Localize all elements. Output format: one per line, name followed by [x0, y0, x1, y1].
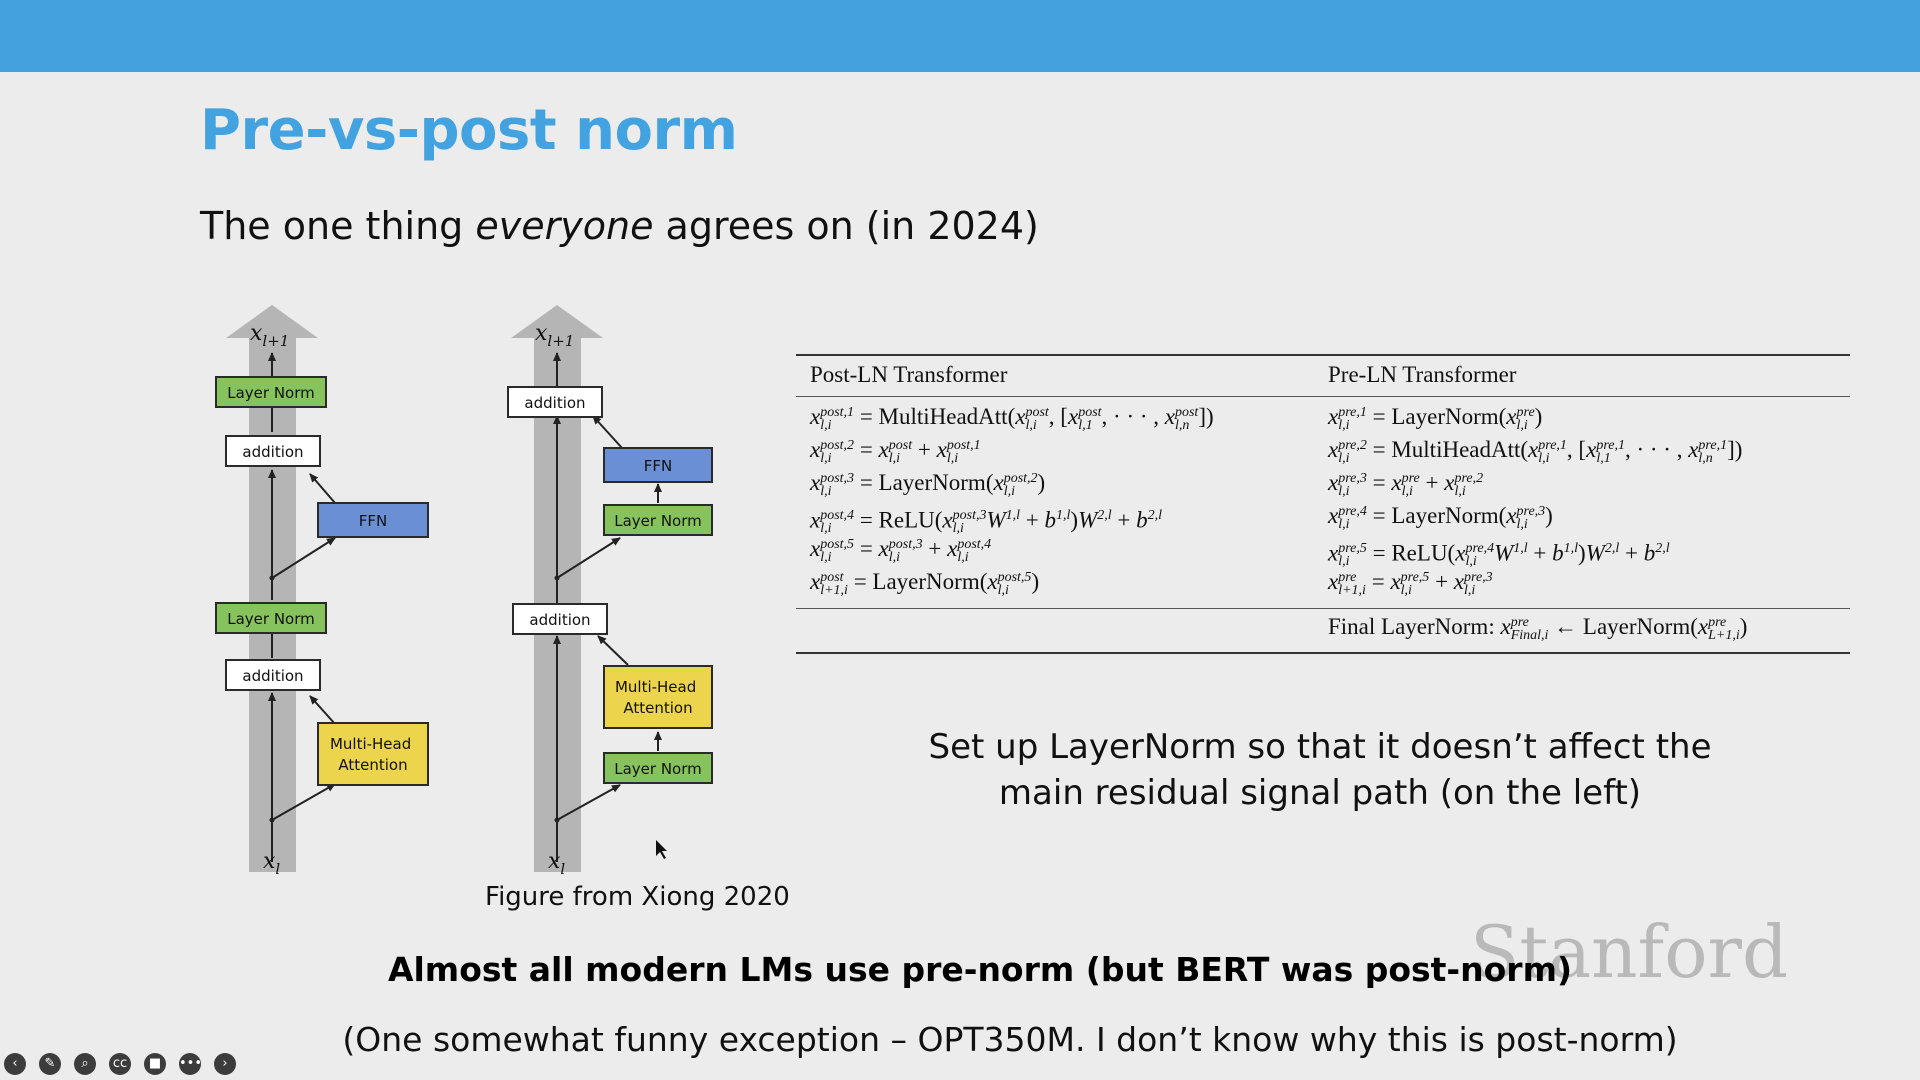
pre-addition-top: [507, 386, 603, 418]
post-branch-dot-2: [269, 575, 275, 581]
pre-branch-to-ln2: [556, 537, 621, 579]
post-ln-header: Post-LN Transformer: [810, 362, 1008, 387]
zoom-icon[interactable]: ⌕: [74, 1053, 96, 1075]
post-addition-mid-label: addition: [242, 667, 303, 685]
pre-branch-from-mha: [597, 635, 629, 666]
next-icon[interactable]: ›: [214, 1053, 236, 1075]
pre-addition-mid: [512, 603, 608, 635]
pre-addition-mid-label: addition: [529, 611, 590, 629]
layernorm-note: Set up LayerNorm so that it doesn’t affe…: [900, 724, 1740, 816]
post-branch-to-mha: [271, 783, 336, 821]
subtitle-post: agrees on (in 2024): [653, 204, 1039, 248]
pre-ffn-label: FFN: [644, 457, 672, 475]
post-layer-norm-mid-label: Layer Norm: [227, 610, 315, 628]
post-mha: [317, 722, 429, 786]
subtitle-pre: The one thing: [200, 204, 476, 248]
post-mha-line2: Attention: [338, 756, 407, 774]
table-header-rule: [796, 396, 1850, 397]
post-residual-arrowhead: [226, 305, 318, 338]
subtitle-emphasis: everyone: [475, 204, 654, 248]
note-line-1: Set up LayerNorm so that it doesn’t affe…: [928, 727, 1712, 767]
more-icon[interactable]: •••: [179, 1053, 202, 1075]
post-mha-label: Multi-Head Attention: [330, 735, 416, 774]
pre-branch-from-ffn: [592, 415, 623, 449]
post-mha-line1: Multi-Head: [330, 735, 411, 753]
mouse-cursor-icon: [656, 840, 667, 859]
post-branch-dot-1: [269, 817, 275, 823]
pre-layer-norm-mha-label: Layer Norm: [614, 760, 702, 778]
pre-residual-arrowhead: [511, 305, 603, 338]
pre-ffn: [603, 447, 713, 483]
post-branch-from-ffn: [309, 473, 336, 504]
pen-icon[interactable]: ✎: [39, 1053, 61, 1075]
figure-caption: Figure from Xiong 2020: [485, 882, 790, 912]
pre-layer-norm-ffn: [603, 504, 713, 536]
pre-branch-dot-2: [554, 575, 560, 581]
bottom-statement: Almost all modern LMs use pre-norm (but …: [387, 950, 1573, 989]
post-layer-norm-top-label: Layer Norm: [227, 384, 315, 402]
post-addition-top: [225, 435, 321, 467]
slide-subtitle: The one thing everyone agrees on (in 202…: [200, 204, 1039, 248]
pre-mha-line2: Attention: [623, 699, 692, 717]
post-ffn-label: FFN: [359, 512, 387, 530]
stanford-watermark: Stanford: [1470, 910, 1789, 994]
post-addition-mid: [225, 659, 321, 691]
pre-branch-to-ln: [556, 784, 621, 821]
post-branch-from-mha: [309, 695, 336, 725]
slide-title: Pre-vs-post norm: [200, 98, 738, 163]
table-final-rule: [796, 608, 1850, 609]
pre-mha-label: Multi-Head Attention: [615, 678, 701, 717]
pre-addition-top-label: addition: [524, 394, 585, 412]
post-branch-to-ffn: [271, 537, 336, 579]
pre-mha: [603, 665, 713, 729]
pre-layer-norm-mha: [603, 752, 713, 784]
previous-icon[interactable]: ‹: [4, 1053, 26, 1075]
top-banner: [0, 0, 1920, 72]
pre-layer-norm-ffn-label: Layer Norm: [614, 512, 702, 530]
bottom-exception: (One somewhat funny exception – OPT350M.…: [342, 1020, 1678, 1059]
pre-mha-line1: Multi-Head: [615, 678, 696, 696]
post-addition-top-label: addition: [242, 443, 303, 461]
table-top-rule: [796, 354, 1850, 356]
pre-ln-diagram: addition FFN Layer Norm addition Multi-H…: [507, 305, 713, 878]
table-bottom-rule: [796, 652, 1850, 654]
captions-icon[interactable]: cc: [109, 1053, 131, 1075]
post-ln-diagram: Layer Norm addition FFN Layer Norm addit…: [215, 305, 429, 878]
pre-branch-dot-1: [554, 817, 560, 823]
note-line-2: main residual signal path (on the left): [998, 773, 1642, 813]
pre-ln-header: Pre-LN Transformer: [1328, 362, 1517, 387]
post-layer-norm-mid: [215, 602, 327, 634]
post-layer-norm-top: [215, 376, 327, 408]
post-ffn: [317, 502, 429, 538]
video-icon[interactable]: ■: [144, 1053, 166, 1075]
